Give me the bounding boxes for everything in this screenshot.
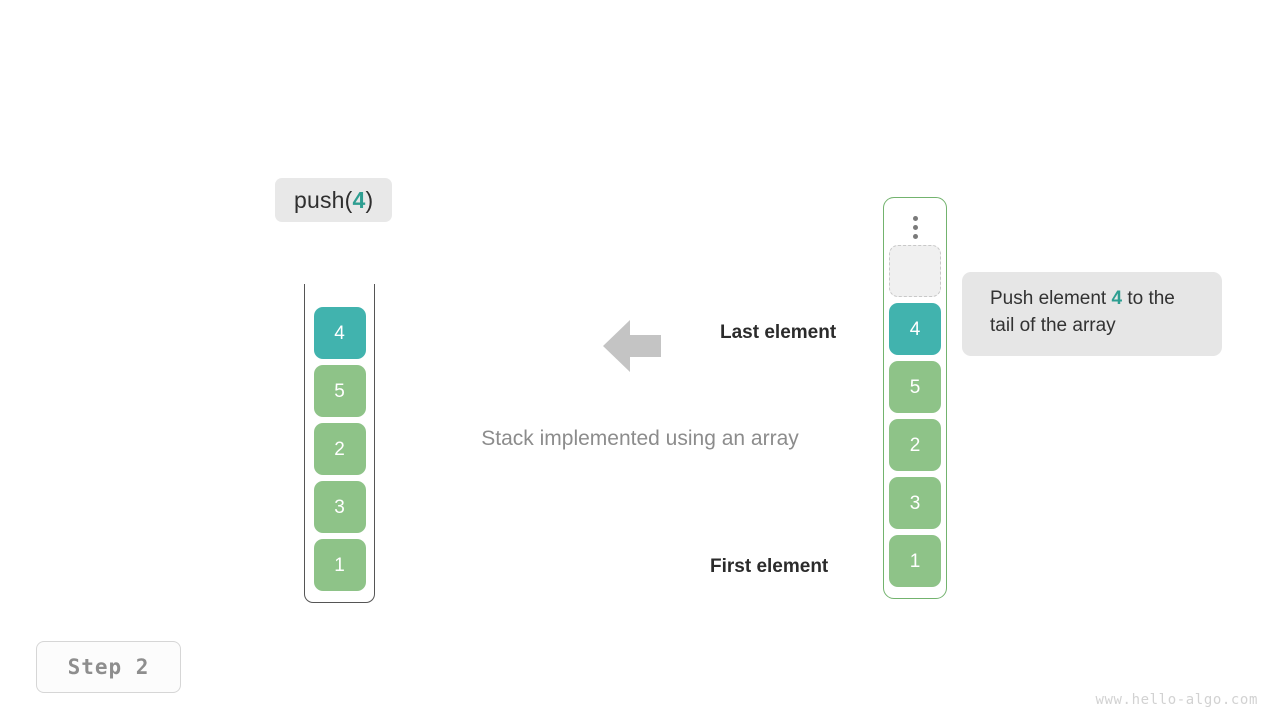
operation-name: push( — [294, 186, 353, 213]
ellipsis-dot — [912, 215, 918, 221]
callout-text-before: Push element — [990, 288, 1112, 309]
ellipsis-dot — [912, 224, 918, 230]
array-cell: 5 — [889, 361, 941, 413]
vertical-ellipsis-icon — [912, 209, 918, 245]
stack-cell: 3 — [313, 481, 366, 533]
operation-paren-close: ) — [365, 186, 374, 213]
ellipsis-dot — [912, 233, 918, 239]
array-visualization: 4 5 2 3 1 — [883, 197, 947, 599]
operation-label: push(4) — [275, 178, 393, 222]
arrow-left-icon — [603, 319, 661, 373]
stack-cell: 5 — [313, 365, 366, 417]
last-element-label: Last element — [720, 322, 837, 343]
stack-cell: 1 — [313, 539, 366, 591]
stack-container-outline — [304, 284, 375, 603]
array-cell: 4 — [889, 303, 941, 355]
array-empty-slot — [889, 245, 941, 297]
array-cell-list: 4 5 2 3 1 — [889, 245, 941, 587]
callout-accent-value: 4 — [1111, 288, 1123, 309]
operation-argument: 4 — [352, 186, 366, 213]
array-cell: 1 — [889, 535, 941, 587]
first-element-label: First element — [710, 556, 829, 577]
stack-cell: 2 — [313, 423, 366, 475]
array-content: 4 5 2 3 1 — [883, 197, 947, 599]
array-cell: 2 — [889, 419, 941, 471]
stack-cell-list: 4 5 2 3 1 — [304, 307, 375, 591]
callout-text-after: to the tail of the array — [990, 288, 1175, 336]
step-badge: Step 2 — [36, 641, 181, 693]
array-cell: 3 — [889, 477, 941, 529]
watermark: www.hello-algo.com — [1095, 692, 1258, 708]
stack-cell: 4 — [313, 307, 366, 359]
figure-caption: Stack implemented using an array — [481, 427, 799, 450]
stack-visualization: 4 5 2 3 1 — [304, 284, 375, 603]
callout-box: Push element 4 to the tail of the array — [962, 272, 1222, 356]
